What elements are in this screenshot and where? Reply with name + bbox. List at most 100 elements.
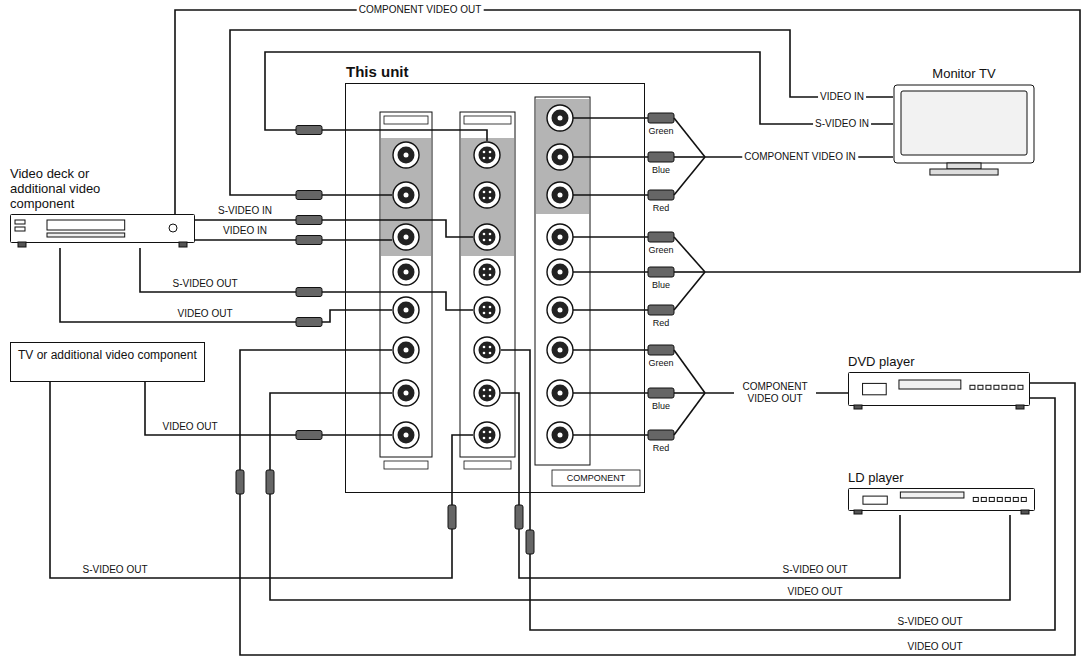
cable: [573, 117, 648, 119]
column-footer: [464, 461, 511, 469]
s-video-jack: [474, 297, 500, 323]
deck-illustration: [10, 214, 195, 248]
video-jack: [393, 337, 419, 363]
component-jack: [547, 297, 573, 323]
cable-plug: [526, 530, 534, 554]
label-patch: VIDEO OUT: [905, 641, 964, 653]
component-box: TV or additional video component: [10, 342, 205, 382]
s-video-jack: [474, 422, 500, 448]
player-body: [849, 373, 1030, 406]
ld-player: LD player: [848, 488, 1035, 515]
device-label: Monitor TV: [893, 66, 1035, 81]
button: [15, 220, 25, 224]
column-header: [464, 116, 511, 124]
video-deck: Video deck or additional video component: [10, 214, 195, 248]
video-cable: [230, 30, 893, 195]
button: [15, 227, 25, 231]
cable: [674, 271, 705, 273]
signal-label: S-VIDEO IN: [218, 205, 272, 217]
signal-label: COMPONENT VIDEO OUT: [736, 381, 814, 405]
column-footer: [384, 461, 428, 469]
signal-label: VIDEO IN: [820, 91, 864, 103]
plug-color-label: Green: [648, 245, 673, 255]
label-patch: S-VIDEO IN: [813, 118, 871, 130]
cable: [674, 237, 705, 272]
signal-label: VIDEO OUT: [177, 308, 232, 320]
rca-plug: [648, 267, 674, 277]
rca-plug: [648, 305, 674, 315]
video-jack: [393, 297, 419, 323]
video-cable: [50, 382, 473, 578]
signal-label: S-VIDEO OUT: [82, 564, 147, 576]
video-cable: [265, 52, 893, 141]
cable: [674, 272, 705, 310]
button: [981, 497, 986, 501]
component-jack: [547, 105, 573, 131]
plug-color-label: Red: [653, 318, 670, 328]
foot: [1016, 405, 1024, 409]
s-video-jack: [474, 337, 500, 363]
unit-panel: This unit: [345, 83, 645, 493]
label-patch: S-VIDEO OUT: [80, 564, 149, 576]
label-patch: VIDEO IN: [818, 91, 866, 103]
plug-color-label: Red: [653, 443, 670, 453]
video-jack: [393, 182, 419, 208]
display: [863, 496, 887, 504]
label-patch: VIDEO OUT: [175, 308, 234, 320]
component-jack: [547, 337, 573, 363]
button: [1018, 385, 1023, 389]
rca-plug: [648, 345, 674, 355]
label-patch: COMPONENT VIDEO OUT: [734, 381, 816, 405]
cable: [674, 118, 705, 157]
button: [1005, 497, 1010, 501]
signal-label: VIDEO OUT: [907, 641, 962, 653]
label-holder: Blue: [652, 401, 670, 411]
cable: [573, 434, 648, 436]
label-holder: Blue: [652, 280, 670, 290]
label-holder: Green: [648, 126, 673, 136]
cable-plug: [266, 470, 274, 494]
component-jack: [547, 259, 573, 285]
button: [986, 385, 991, 389]
button: [1002, 385, 1007, 389]
column-header: [384, 116, 428, 124]
video-cable: [240, 350, 1075, 655]
label-holder: COMPONENT: [567, 473, 626, 483]
cable: [573, 271, 648, 273]
disc-tray: [899, 380, 961, 389]
button: [994, 385, 999, 389]
signal-label: S-VIDEO IN: [815, 118, 869, 130]
rca-plug: [648, 113, 674, 123]
video-jack: [393, 422, 419, 448]
label-holder: Red: [653, 203, 670, 213]
foot: [179, 242, 187, 247]
label-patch: S-VIDEO OUT: [895, 616, 964, 628]
cable-plug: [448, 505, 456, 529]
deck-display: [47, 220, 125, 230]
tv-stand: [947, 163, 981, 169]
video-cable: [60, 248, 392, 322]
rca-plug: [648, 388, 674, 398]
video-cable: [175, 10, 1080, 272]
cable: [573, 349, 648, 351]
foot: [854, 510, 862, 514]
shaded-region: [381, 138, 431, 256]
rca-plug: [648, 232, 674, 242]
s-video-jack: [474, 224, 500, 250]
label-holder: Red: [653, 318, 670, 328]
label-patch: VIDEO OUT: [160, 421, 219, 433]
button: [989, 497, 994, 501]
device-label: DVD player: [848, 354, 1030, 369]
foot: [18, 242, 26, 247]
button: [1013, 497, 1018, 501]
device-label: LD player: [848, 470, 1035, 485]
label-patch: S-VIDEO OUT: [170, 278, 239, 290]
signal-label: S-VIDEO OUT: [897, 616, 962, 628]
component-jack: [547, 380, 573, 406]
signal-label: S-VIDEO OUT: [172, 278, 237, 290]
label-patch: S-VIDEO IN: [216, 205, 274, 217]
component-jack: [547, 422, 573, 448]
component-jack: [547, 144, 573, 170]
button: [978, 385, 983, 389]
